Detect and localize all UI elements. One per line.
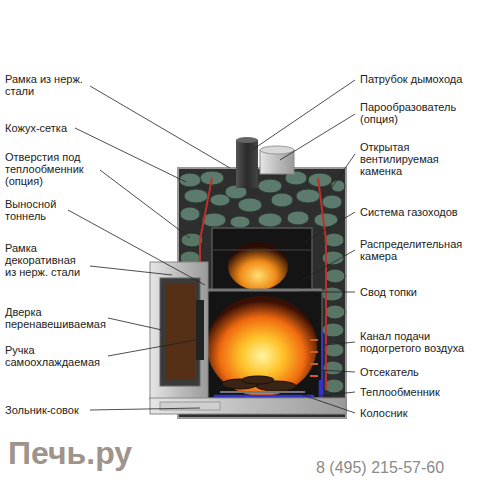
part-label: Теплообменник	[360, 386, 480, 398]
part-label: Система газоходов	[360, 206, 480, 218]
part-label: Парообразователь (опция)	[360, 101, 470, 125]
phone-number: 8 (495) 215-57-60	[316, 458, 482, 478]
part-label: Зольник-совок	[5, 404, 105, 416]
part-label: Выносной тоннель	[5, 198, 67, 222]
part-label: Рамка из нерж. стали	[5, 73, 87, 97]
part-label: Колосник	[360, 407, 480, 419]
part-label: Канал подачи подогретого воздуха	[360, 330, 480, 354]
part-label: Патрубок дымохода	[360, 73, 480, 85]
part-label: Распределительная камера	[360, 238, 470, 262]
part-label: Ручка самоохлаждаемая	[5, 344, 107, 368]
part-label: Кожух-сетка	[5, 122, 105, 134]
part-label: Открытая вентилируемая каменка	[360, 141, 450, 177]
part-label: Свод топки	[360, 286, 480, 298]
part-label: Отверстия под теплообменник (опция)	[5, 151, 95, 187]
part-label: Отсекатель	[360, 366, 480, 378]
part-label: Дверка перенавешиваемая	[5, 306, 107, 330]
logo-text: Печь.ру	[8, 434, 208, 472]
part-label: Рамка декоративная из нерж. стали	[5, 242, 87, 278]
